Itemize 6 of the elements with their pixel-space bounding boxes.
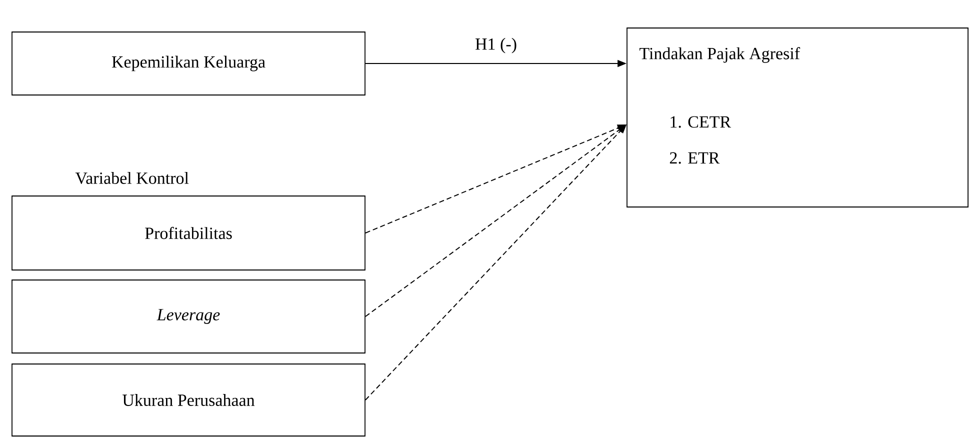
variable-box: Ukuran Perusahaan (12, 364, 366, 436)
variable-box: Tindakan Pajak Agresif 1. CETR 2. ETR (626, 28, 968, 208)
variable-box: Leverage (12, 280, 366, 354)
edge-label: H1 (-) (475, 38, 516, 54)
variable-box: Kepemilikan Keluarga (12, 32, 366, 96)
variable-box: Profitabilitas (12, 196, 366, 270)
